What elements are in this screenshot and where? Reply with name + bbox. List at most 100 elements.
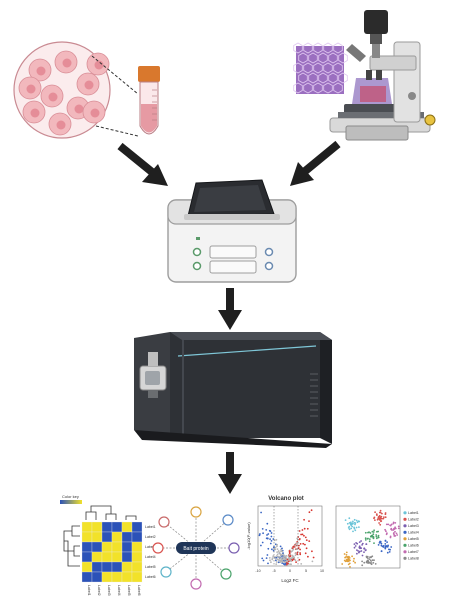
volcano-point — [305, 547, 308, 550]
tissue-cell — [328, 72, 338, 84]
tsne-point — [363, 561, 366, 564]
tsne-point — [346, 559, 349, 562]
tsne-point — [394, 530, 396, 533]
tsne-point — [379, 540, 382, 543]
tissue-cell — [313, 42, 323, 54]
cell-nucleus-7 — [94, 60, 104, 70]
cell-nucleus-9 — [56, 120, 66, 130]
tsne-point — [377, 534, 380, 537]
volcano-point — [267, 547, 270, 550]
tsne-point — [389, 524, 391, 527]
heatmap-row-dendrogram — [63, 525, 80, 567]
tsne-point — [376, 514, 378, 516]
tsne-point — [384, 543, 387, 545]
network-node-5 — [220, 568, 232, 580]
tsne-point — [367, 537, 369, 540]
tsne-legend-label: Label6 — [408, 544, 419, 548]
tsne-point — [366, 560, 369, 563]
tsne-point — [355, 526, 358, 529]
flow-arrows — [117, 140, 341, 494]
tsne-point — [372, 535, 375, 538]
heatmap-cell — [111, 531, 123, 543]
tsne-point — [352, 530, 354, 533]
tsne-point — [382, 517, 385, 520]
tsne-point — [353, 557, 355, 560]
tissue-cell — [313, 62, 323, 74]
tsne-legend-swatch — [403, 556, 407, 560]
volcano-point — [288, 557, 291, 560]
tsne-legend-swatch — [403, 543, 407, 547]
tsne-point — [397, 527, 400, 530]
tsne-point — [380, 520, 382, 523]
volcano-point — [291, 547, 294, 549]
tsne-point — [379, 523, 382, 526]
tsne-point — [390, 527, 393, 530]
volcano-point — [296, 544, 299, 546]
volcano-point — [279, 545, 282, 548]
volcano-point — [271, 548, 273, 551]
heatmap-cell — [101, 521, 113, 533]
tsne-point — [371, 559, 374, 562]
volcano-point — [267, 562, 269, 565]
volcano-point — [300, 563, 303, 565]
volcano-point — [262, 559, 265, 562]
cell-nucleus-4 — [48, 92, 58, 102]
heatmap-cell — [101, 551, 113, 563]
tissue-cell — [338, 72, 348, 84]
heatmap-legend-label: Color key — [62, 494, 79, 499]
tsne-point — [366, 559, 369, 562]
tsne-point — [348, 522, 351, 524]
tsne-point — [353, 518, 356, 521]
heatmap-cell — [101, 541, 113, 553]
cell-culture-illustration — [13, 41, 139, 139]
volcano-point — [267, 533, 270, 535]
tsne-point — [380, 544, 383, 547]
heatmap-cell — [111, 561, 123, 573]
volcano-point — [282, 561, 285, 563]
tsne-point — [355, 519, 358, 522]
tissue-cell — [318, 52, 328, 64]
volcano-point — [266, 522, 269, 525]
cell-nucleus-10 — [90, 108, 100, 118]
tsne-legend-swatch — [403, 537, 407, 541]
volcano-point — [305, 539, 308, 541]
volcano-point — [265, 529, 268, 531]
tissue-cell — [328, 52, 338, 64]
heatmap-col-label: Label2 — [97, 585, 101, 596]
volcano-point — [280, 548, 283, 551]
tsne-point — [384, 547, 387, 550]
volcano-point — [260, 511, 262, 514]
heatmap-color-key — [60, 500, 82, 504]
volcano-point — [296, 548, 298, 551]
volcano-point — [306, 527, 309, 530]
tsne-point — [392, 521, 395, 524]
tsne-legend-label: Label8 — [408, 557, 419, 561]
volcano-point — [284, 555, 287, 558]
tsne-point — [370, 535, 372, 538]
volcano-point — [271, 558, 274, 561]
volcano-point — [270, 535, 273, 538]
tsne-point — [346, 555, 348, 558]
tissue-cell — [308, 72, 318, 84]
tsne-point — [354, 529, 357, 532]
tsne-point — [387, 544, 389, 547]
tsne-point — [354, 561, 356, 564]
volcano-point — [307, 555, 309, 558]
heatmap-cell — [81, 521, 93, 533]
volcano-point — [280, 558, 283, 560]
tsne-point — [384, 516, 387, 519]
tsne-point — [349, 566, 351, 568]
heatmap-cell — [101, 571, 113, 583]
tsne-point — [374, 519, 376, 521]
volcano-point — [270, 561, 272, 564]
volcano-point — [269, 538, 271, 540]
cells-group — [18, 50, 110, 136]
tissue-cell — [333, 62, 343, 74]
tissue-cell — [303, 82, 313, 94]
heatmap-cell — [111, 551, 123, 563]
volcano-point — [269, 542, 272, 545]
tsne-point — [358, 541, 361, 543]
cell-nucleus-6 — [30, 108, 40, 118]
heatmap-cell — [91, 561, 103, 573]
